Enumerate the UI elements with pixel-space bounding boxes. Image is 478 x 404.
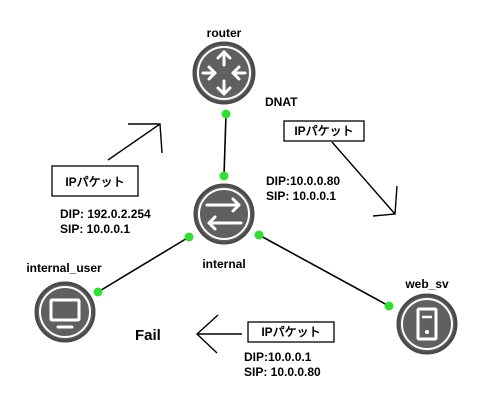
internal-user-node[interactable]: internal_user xyxy=(26,261,102,343)
router-node[interactable]: router xyxy=(192,26,256,105)
internal-node[interactable]: internal xyxy=(193,183,255,271)
packet-3-sip: SIP: 10.0.0.80 xyxy=(244,365,321,379)
connectors xyxy=(93,109,394,311)
packet-1-sip: SIP: 10.0.0.1 xyxy=(60,222,130,236)
arrow-left xyxy=(195,314,242,354)
server-icon xyxy=(416,307,438,341)
links xyxy=(97,113,390,307)
monitor-icon xyxy=(49,298,81,329)
connector-dot xyxy=(221,109,231,119)
packet-1-label: IPパケット xyxy=(65,175,124,189)
connector-dot xyxy=(384,301,394,311)
switch-icon xyxy=(205,197,243,231)
link-router-internal xyxy=(223,113,227,177)
packet-3-dip: DIP:10.0.0.1 xyxy=(244,350,312,364)
router-icon xyxy=(201,50,247,96)
packet-box-1: IPパケット xyxy=(51,165,139,197)
link-internal-user xyxy=(97,236,190,293)
connector-dot xyxy=(93,287,103,297)
packet-box-2: IPパケット xyxy=(283,120,365,142)
packet-box-3: IPパケット xyxy=(247,321,335,343)
packet-2-label: IPパケット xyxy=(294,124,353,138)
link-internal-websv xyxy=(258,234,390,307)
internal-user-label: internal_user xyxy=(26,261,102,275)
web-sv-label: web_sv xyxy=(404,277,449,291)
web-sv-node[interactable]: web_sv xyxy=(396,277,458,355)
packet-1-dip: DIP: 192.0.2.254 xyxy=(60,207,151,221)
fail-label: Fail xyxy=(135,327,161,344)
internal-label: internal xyxy=(202,257,245,271)
connector-dot xyxy=(184,232,194,242)
router-label: router xyxy=(207,26,242,40)
arrow-up-right xyxy=(107,123,163,161)
packet-3-label: IPパケット xyxy=(261,325,320,339)
dnat-label: DNAT xyxy=(265,95,298,109)
arrow-down-right xyxy=(331,141,398,217)
packet-2-dip: DIP:10.0.0.80 xyxy=(266,174,340,188)
connector-dot xyxy=(219,171,229,181)
packet-2-sip: SIP: 10.0.0.1 xyxy=(266,189,336,203)
connector-dot xyxy=(254,230,264,240)
